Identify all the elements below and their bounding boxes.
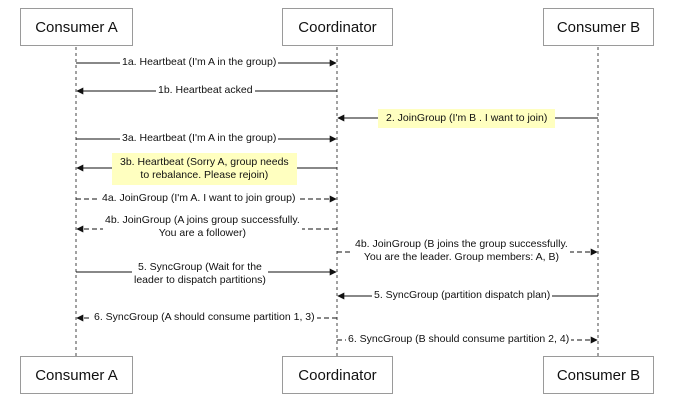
message-5-b-label: 5. SyncGroup (partition dispatch plan) <box>372 289 553 302</box>
message-5-a-line2: leader to dispatch partitions) <box>134 274 266 286</box>
participant-coordinator-top: Coordinator <box>282 8 393 46</box>
message-4b-a-line1: 4b. JoinGroup (A joins group successfull… <box>105 214 300 226</box>
message-6-a-label: 6. SyncGroup (A should consume partition… <box>92 311 317 324</box>
message-5-a-line1: 5. SyncGroup (Wait for the <box>137 261 262 273</box>
message-3a-label: 3a. Heartbeat (I'm A in the group) <box>120 132 279 145</box>
message-2-label: 2. JoinGroup (I'm B . I want to join) <box>378 109 556 128</box>
participant-consumer-a-top: Consumer A <box>20 8 133 46</box>
message-4b-a-label: 4b. JoinGroup (A joins group successfull… <box>103 214 302 240</box>
message-4b-a-line2: You are a follower) <box>158 227 246 239</box>
message-4b-b-label: 4b. JoinGroup (B joins the group success… <box>353 238 570 264</box>
message-4b-b-line1: 4b. JoinGroup (B joins the group success… <box>355 238 568 250</box>
message-1a-label: 1a. Heartbeat (I'm A in the group) <box>120 56 279 69</box>
participant-consumer-a-bottom: Consumer A <box>20 356 133 394</box>
participant-consumer-b-bottom: Consumer B <box>543 356 654 394</box>
message-5-a-label: 5. SyncGroup (Wait for the leader to dis… <box>132 261 268 287</box>
participant-coordinator-bottom: Coordinator <box>282 356 393 394</box>
message-3b-line1: 3b. Heartbeat (Sorry A, group needs <box>120 156 289 168</box>
participant-consumer-b-top: Consumer B <box>543 8 654 46</box>
message-3b-label: 3b. Heartbeat (Sorry A, group needs to r… <box>112 153 297 185</box>
message-4b-b-line2: You are the leader. Group members: A, B) <box>363 251 559 263</box>
message-1b-label: 1b. Heartbeat acked <box>156 84 255 97</box>
message-4a-label: 4a. JoinGroup (I'm A. I want to join gro… <box>100 192 298 205</box>
message-3b-line2: to rebalance. Please rejoin) <box>140 169 269 181</box>
message-6-b-label: 6. SyncGroup (B should consume partition… <box>346 333 572 346</box>
